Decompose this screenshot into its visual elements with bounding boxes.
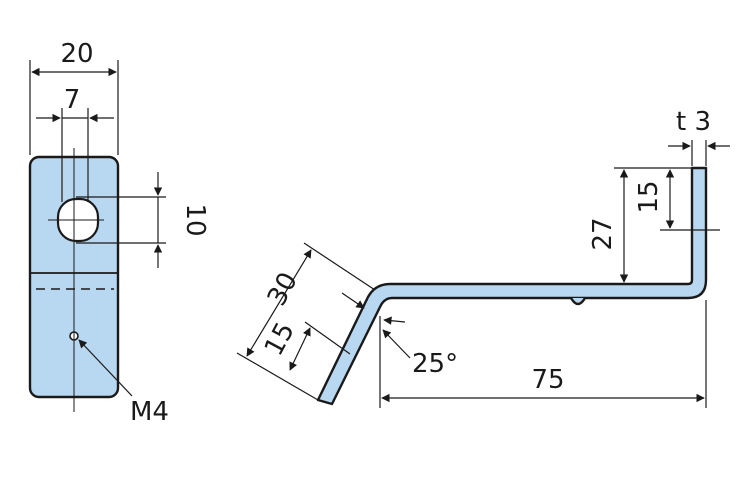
slot-length-label: 10 <box>180 203 210 236</box>
front-view: 20 7 10 M4 <box>28 39 210 427</box>
length-label: 75 <box>531 365 564 395</box>
diagonal-inner-dimension-line <box>289 327 311 371</box>
bracket-profile <box>316 166 708 406</box>
diagonal-inner-label: 15 <box>259 318 301 361</box>
upper-leg-label: 15 <box>634 180 664 213</box>
side-view: t 3 27 15 75 30 15 25° <box>236 107 730 408</box>
height-label: 27 <box>588 217 618 250</box>
angle-leader <box>382 329 411 359</box>
m4-leader <box>78 339 133 397</box>
slot-offset-label: 7 <box>64 85 81 115</box>
m4-label: M4 <box>130 397 169 427</box>
thickness-label: t 3 <box>676 107 711 137</box>
diagonal-label: 30 <box>262 268 304 311</box>
weld-bump <box>569 297 587 306</box>
width-label: 20 <box>60 39 93 69</box>
diagonal-dimension-line <box>246 249 312 357</box>
angle-label: 25° <box>412 349 458 379</box>
